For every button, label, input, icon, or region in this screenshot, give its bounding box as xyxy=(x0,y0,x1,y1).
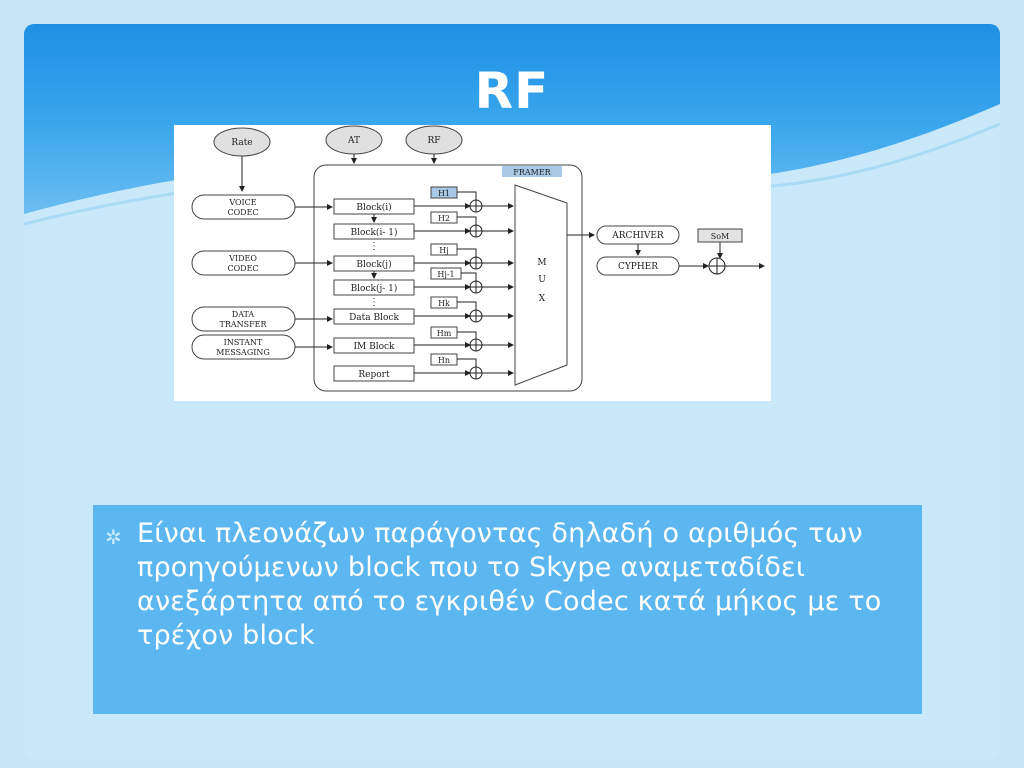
data-block: Data Block xyxy=(333,308,415,325)
svg-text:H2: H2 xyxy=(438,214,450,223)
svg-text:VIDEO: VIDEO xyxy=(228,254,257,263)
som: SoM xyxy=(697,228,743,243)
svg-text:AT: AT xyxy=(347,136,360,146)
voice-codec-source: VOICE CODEC xyxy=(191,194,296,220)
svg-text:U: U xyxy=(538,275,546,285)
svg-text:Hj: Hj xyxy=(439,246,448,255)
im-block: IM Block xyxy=(333,337,415,354)
svg-text:Report: Report xyxy=(358,370,390,380)
header-hm: Hm xyxy=(430,326,458,339)
report-block: Report xyxy=(333,365,415,382)
bullet-text: Είναι πλεονάζων παράγοντας δηλαδή ο αριθ… xyxy=(137,518,882,651)
svg-text:Hn: Hn xyxy=(438,356,450,365)
ellipsis-1: ⋮ xyxy=(369,241,379,252)
framer-diagram: Rate AT RF FRAMER VOICE CODEC xyxy=(174,125,771,401)
svg-text:MESSAGING: MESSAGING xyxy=(216,348,270,357)
svg-text:Hj-1: Hj-1 xyxy=(437,270,454,279)
svg-text:Block(j): Block(j) xyxy=(356,259,391,270)
svg-text:IM Block: IM Block xyxy=(353,342,395,352)
svg-text:Block(j- 1): Block(j- 1) xyxy=(351,283,398,294)
rf-input: RF xyxy=(405,125,463,155)
data-transfer-source: DATA TRANSFER xyxy=(191,306,296,332)
svg-text:SoM: SoM xyxy=(711,232,730,241)
header-hj-1: Hj-1 xyxy=(430,267,462,280)
block-i: Block(i) xyxy=(333,198,415,215)
mux: M U X xyxy=(514,184,568,386)
slide-title: RF xyxy=(474,62,550,120)
header-hn: Hn xyxy=(430,353,458,366)
bullet-star-icon: ✲ xyxy=(105,525,122,549)
svg-text:Block(i- 1): Block(i- 1) xyxy=(351,227,398,238)
svg-text:Hm: Hm xyxy=(437,329,452,338)
svg-text:TRANSFER: TRANSFER xyxy=(219,320,267,329)
video-codec-source: VIDEO CODEC xyxy=(191,250,296,276)
header-hk: Hk xyxy=(430,296,458,309)
svg-text:RF: RF xyxy=(427,136,440,146)
svg-text:Data Block: Data Block xyxy=(349,313,399,323)
svg-text:Rate: Rate xyxy=(231,138,252,148)
rate-input: Rate xyxy=(213,127,271,157)
svg-text:INSTANT: INSTANT xyxy=(224,338,263,347)
cypher: CYPHER xyxy=(596,256,680,276)
block-i-1: Block(i- 1) xyxy=(333,223,415,240)
adder-icons xyxy=(469,199,483,380)
bullet-box: ✲ Είναι πλεονάζων παράγοντας δηλαδή ο αρ… xyxy=(93,505,922,714)
header-h2: H2 xyxy=(430,211,458,224)
svg-text:X: X xyxy=(539,294,546,304)
header-h1: H1 xyxy=(430,186,458,199)
svg-text:H1: H1 xyxy=(438,189,450,198)
framer-label: FRAMER xyxy=(513,168,551,177)
svg-text:M: M xyxy=(537,258,546,268)
framer-box xyxy=(313,164,583,392)
at-input: AT xyxy=(325,125,383,155)
output-adder-icon xyxy=(708,257,726,275)
svg-text:CODEC: CODEC xyxy=(227,264,258,273)
svg-text:CODEC: CODEC xyxy=(227,208,258,217)
instant-messaging-source: INSTANT MESSAGING xyxy=(191,334,296,360)
block-j: Block(j) xyxy=(333,255,415,272)
svg-text:DATA: DATA xyxy=(232,310,255,319)
archiver: ARCHIVER xyxy=(596,225,680,245)
svg-text:VOICE: VOICE xyxy=(228,198,256,207)
svg-text:ARCHIVER: ARCHIVER xyxy=(611,231,664,241)
block-j-1: Block(j- 1) xyxy=(333,279,415,296)
svg-text:Block(i): Block(i) xyxy=(356,202,391,213)
header-hj: Hj xyxy=(430,243,458,256)
slide: RF Rate AT RF xyxy=(24,24,1000,760)
svg-text:CYPHER: CYPHER xyxy=(618,262,658,272)
svg-text:Hk: Hk xyxy=(438,299,450,308)
ellipsis-2: ⋮ xyxy=(369,297,379,308)
